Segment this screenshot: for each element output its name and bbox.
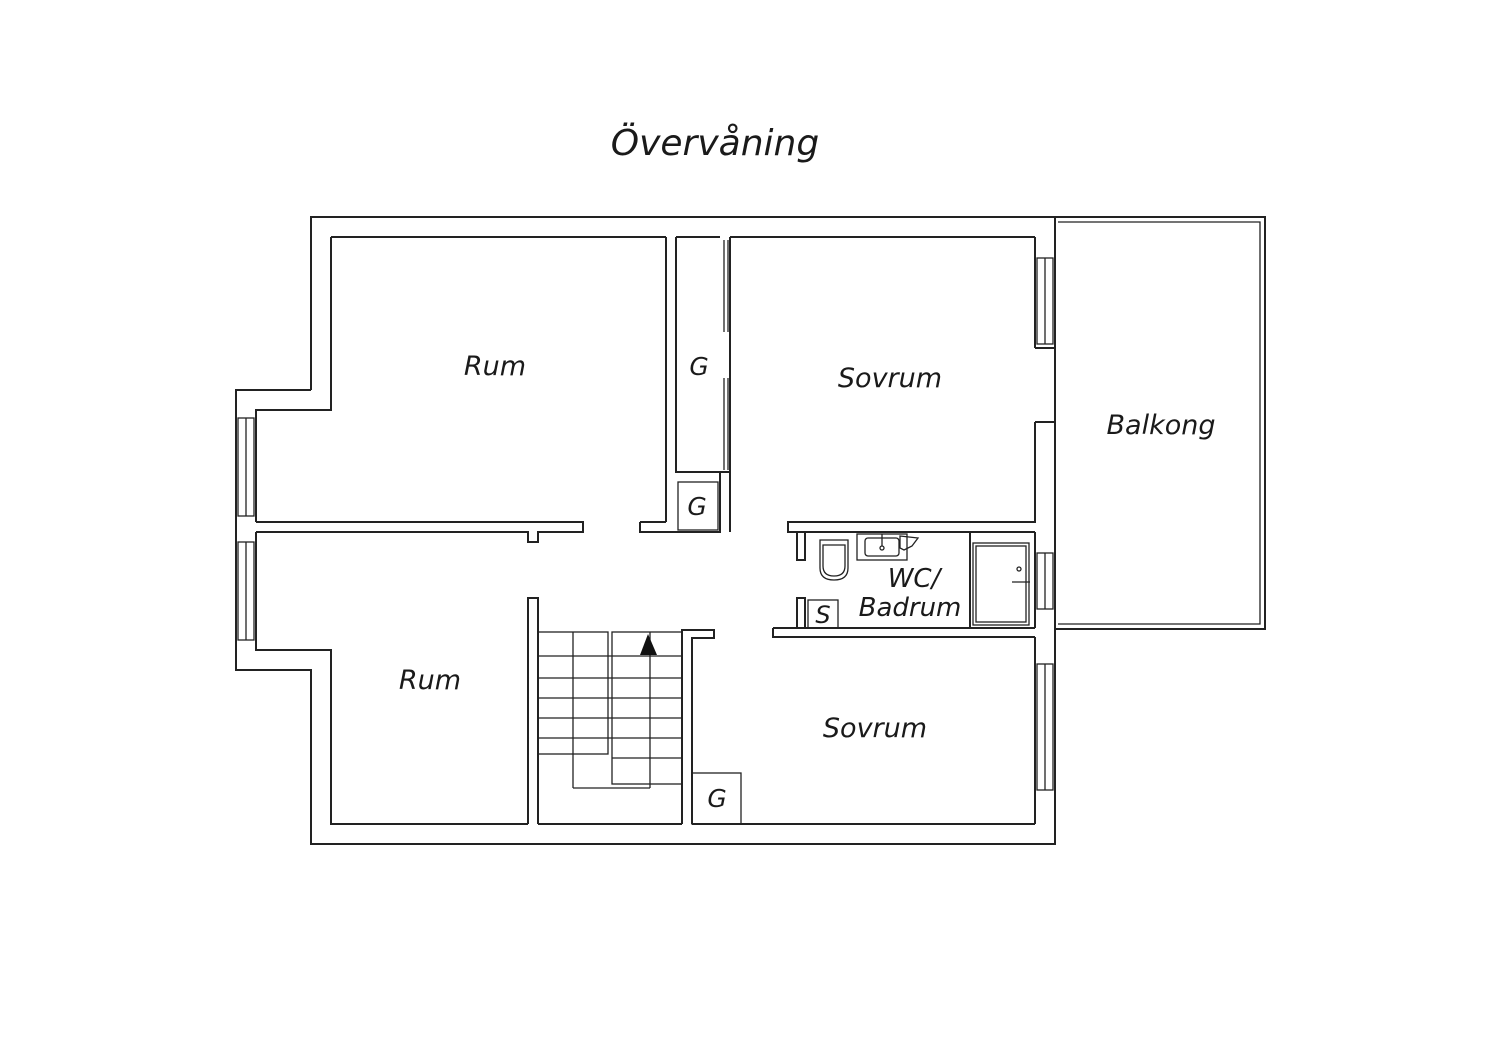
label-storage-s: S bbox=[815, 601, 830, 629]
closet-small-walls bbox=[677, 481, 719, 531]
shower-icon bbox=[972, 542, 1030, 626]
outer-walls bbox=[235, 216, 1056, 845]
sink-icon bbox=[856, 533, 908, 561]
window-left-upper bbox=[237, 417, 255, 517]
plan-title: Övervåning bbox=[611, 122, 819, 164]
label-rum-upper: Rum bbox=[464, 351, 526, 382]
label-closet-bottom: G bbox=[707, 784, 726, 813]
label-sovrum-lower: Sovrum bbox=[823, 713, 927, 744]
closet-corridor-walls bbox=[675, 236, 731, 533]
label-rum-lower: Rum bbox=[399, 665, 461, 696]
label-badrum: Badrum bbox=[859, 593, 962, 623]
stair-arrow-icon bbox=[640, 634, 657, 655]
label-sovrum-upper: Sovrum bbox=[838, 363, 942, 394]
staircase bbox=[527, 597, 715, 825]
storage-s-box bbox=[807, 599, 839, 629]
toilet-icon bbox=[819, 539, 849, 581]
wall-rum-upper-right bbox=[639, 237, 700, 533]
window-wc bbox=[1036, 552, 1054, 610]
balcony-outline bbox=[1054, 216, 1266, 630]
label-balkong: Balkong bbox=[1107, 410, 1216, 441]
wall-sovrum-lower bbox=[691, 637, 1036, 825]
window-left-lower bbox=[237, 541, 255, 641]
window-sovrum-lower bbox=[1036, 663, 1054, 791]
label-closet-small: G bbox=[687, 492, 706, 521]
window-sovrum-upper bbox=[1036, 257, 1054, 345]
label-closet-corridor: G bbox=[689, 352, 708, 381]
label-wc: WC/ bbox=[888, 564, 944, 594]
wall-sovrum-upper bbox=[729, 236, 1055, 533]
wall-rum-divider bbox=[256, 521, 584, 543]
faucet-icon bbox=[899, 535, 920, 551]
